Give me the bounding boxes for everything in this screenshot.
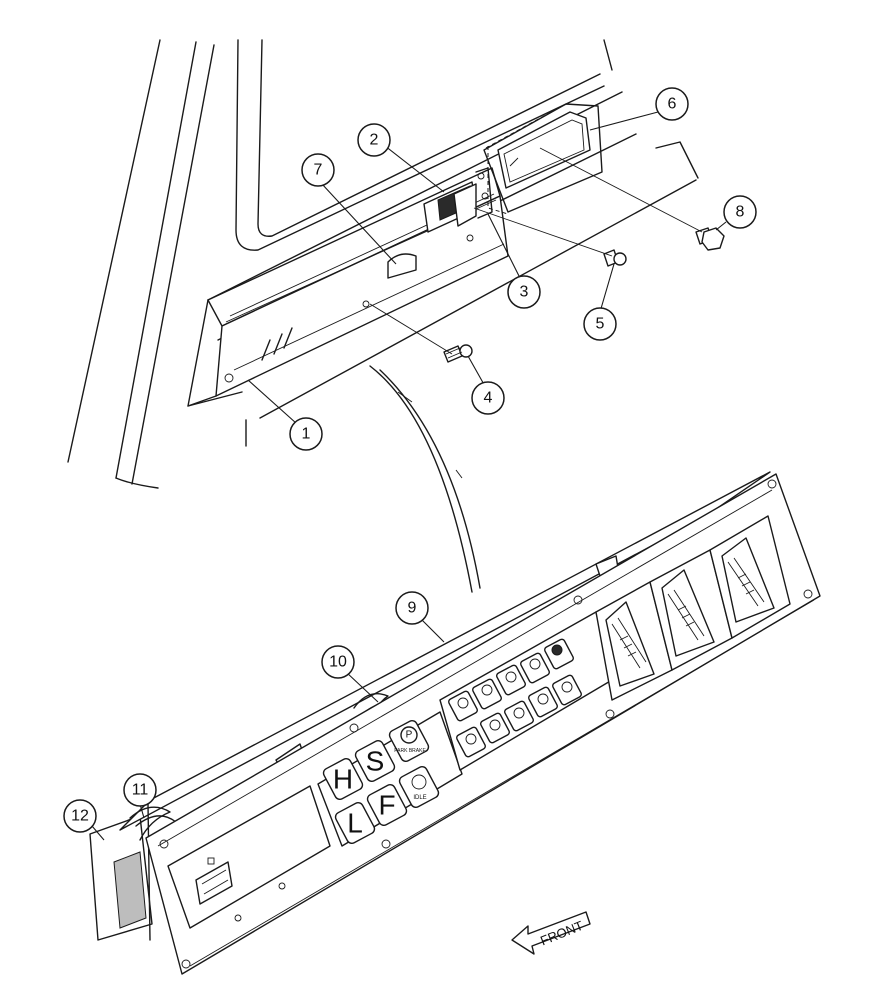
switch-assembly xyxy=(423,167,493,233)
screw-item-5 xyxy=(603,249,627,267)
gauge-1 xyxy=(595,581,673,701)
key-f: F xyxy=(366,784,408,826)
callout-4: 4 xyxy=(471,381,505,415)
svg-text:12: 12 xyxy=(71,808,89,825)
key-l: L xyxy=(334,802,376,844)
callout-1: 1 xyxy=(289,417,323,451)
console-clip xyxy=(387,253,417,279)
front-direction-arrow: FRONT xyxy=(511,911,591,955)
svg-text:S: S xyxy=(366,746,385,777)
gauge-3 xyxy=(709,515,791,639)
bolt-item-8 xyxy=(695,227,725,251)
callout-8: 8 xyxy=(723,195,757,229)
svg-text:8: 8 xyxy=(736,204,745,221)
svg-text:L: L xyxy=(347,808,363,839)
svg-text:11: 11 xyxy=(132,782,149,799)
callout-7: 7 xyxy=(301,153,335,187)
key-s: S xyxy=(354,740,396,782)
callout-5: 5 xyxy=(583,307,617,341)
warning-lamp-grid xyxy=(439,611,613,771)
svg-text:H: H xyxy=(333,764,353,795)
svg-text:4: 4 xyxy=(484,390,493,407)
callout-11: 11 xyxy=(123,773,157,807)
svg-text:P: P xyxy=(406,730,413,741)
svg-text:7: 7 xyxy=(314,162,323,179)
callout-10: 10 xyxy=(321,645,355,679)
svg-text:IDLE: IDLE xyxy=(413,795,426,801)
cab-pillar xyxy=(67,39,215,489)
gauge-2 xyxy=(649,549,733,671)
svg-text:10: 10 xyxy=(329,654,347,671)
key-idle: IDLE xyxy=(398,766,440,808)
svg-text:2: 2 xyxy=(370,132,379,149)
callout-6: 6 xyxy=(655,87,689,121)
callout-9: 9 xyxy=(395,591,429,625)
callout-2: 2 xyxy=(357,123,391,157)
svg-text:F: F xyxy=(378,790,395,821)
svg-text:3: 3 xyxy=(520,284,529,301)
svg-text:5: 5 xyxy=(596,316,605,333)
callout-12: 12 xyxy=(63,799,97,833)
screw-item-4 xyxy=(443,344,473,363)
instrument-cluster: H S L F P PARK BRAKE IDLE xyxy=(89,471,821,975)
svg-text:1: 1 xyxy=(302,426,311,443)
key-h: H xyxy=(322,758,364,800)
key-park-brake: P PARK BRAKE xyxy=(388,720,430,762)
alignment-lines xyxy=(369,147,703,593)
callout-3: 3 xyxy=(507,275,541,309)
svg-text:PARK BRAKE: PARK BRAKE xyxy=(394,748,426,754)
svg-text:9: 9 xyxy=(408,600,417,617)
svg-text:6: 6 xyxy=(668,96,677,113)
